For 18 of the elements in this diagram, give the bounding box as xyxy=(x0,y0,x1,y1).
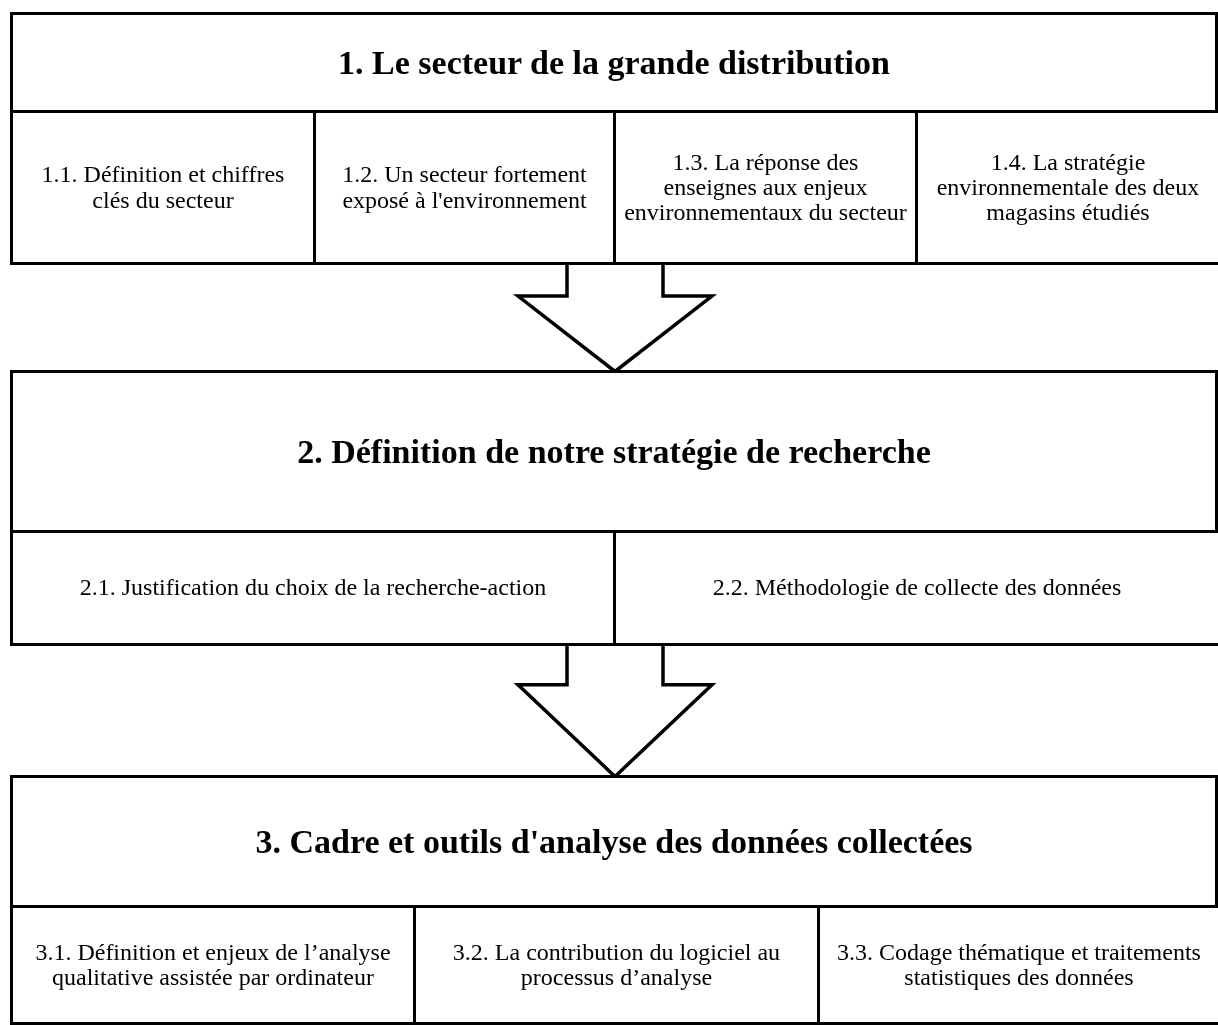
subsection-text: 1.3. La réponse des enseignes aux enjeux environnementaux du secteur xyxy=(624,149,907,226)
subsection-box xyxy=(915,110,1218,265)
subsection-text: 1.2. Un secteur fortement exposé à l'environnement xyxy=(341,162,588,213)
section-title: 3. Cadre et outils d'analyse des données collectées xyxy=(255,822,973,861)
subsection-box xyxy=(613,530,1218,646)
section-title: 1. Le secteur de la grande distribution xyxy=(338,43,890,82)
section-box xyxy=(10,12,1218,262)
subsection-text: 1.4. La stratégie environnementale des deux magasins étudiés xyxy=(935,149,1201,226)
subsection-text: 2.1. Justification du choix de la recherche-action xyxy=(79,575,547,601)
subsection-text: 3.3. Codage thématique et traitements statistiques des données xyxy=(836,939,1202,991)
subsection-text: 2.2. Méthodologie de collecte des données xyxy=(712,575,1122,601)
subsection-text: 3.2. La contribution du logiciel au processus d’analyse xyxy=(451,939,782,991)
subsection-box xyxy=(817,905,1218,1025)
subsection-text: 3.1. Définition et enjeux de l’analyse qualitative assistée par ordinateur xyxy=(34,939,392,991)
section-box xyxy=(10,775,1218,1022)
section-title: 2. Définition de notre stratégie de recherche xyxy=(297,432,931,471)
subsection-text: 1.1. Définition et chiffres clés du secteur xyxy=(40,162,286,213)
section-box xyxy=(10,370,1218,643)
